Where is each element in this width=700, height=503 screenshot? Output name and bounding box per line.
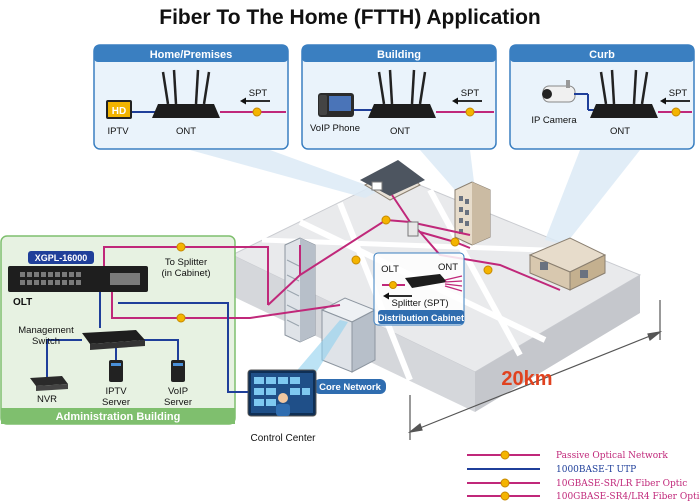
to-splitter-label-1: To Splitter bbox=[165, 257, 207, 268]
legend-label-1: 1000BASE-T UTP bbox=[556, 465, 636, 475]
admin-olt-label: OLT bbox=[13, 297, 32, 308]
panel-curb-ont: ONT bbox=[610, 126, 630, 137]
cabinet-ont-label: ONT bbox=[438, 262, 458, 273]
ip-camera-icon bbox=[542, 80, 576, 103]
street-cabinet-icon bbox=[407, 221, 419, 237]
legend-label-3: 100GBASE-SR4/LR4 Fiber Optic bbox=[556, 492, 700, 502]
iptv-server-label-1: IPTV bbox=[105, 386, 127, 397]
iptv-server-label-2: Server bbox=[102, 397, 130, 408]
panel-home-header: Home/Premises bbox=[150, 49, 233, 61]
olt-device-icon bbox=[8, 266, 148, 292]
mgmt-switch-label-1: Management bbox=[18, 325, 74, 336]
nvr-label: NVR bbox=[37, 394, 57, 405]
apartment-building-icon bbox=[454, 181, 491, 246]
panel-building-device: VoIP Phone bbox=[310, 123, 360, 134]
core-network-label: Core Network bbox=[319, 382, 381, 393]
cabinet-splitter-label: Splitter (SPT) bbox=[391, 298, 448, 309]
fiber-splitter-badges bbox=[351, 215, 493, 275]
voip-server-label-2: Server bbox=[164, 397, 192, 408]
panel-building-ont: ONT bbox=[390, 126, 410, 137]
panel-curb-spt: SPT bbox=[669, 88, 688, 99]
ont-router-icon bbox=[368, 69, 436, 118]
panel-home-spt: SPT bbox=[249, 88, 268, 99]
legend-label-2: 10GBASE-SR/LR Fiber Optic bbox=[556, 479, 687, 489]
distribution-cabinet: OLT ONT Splitter (SPT) Distribution Cabi… bbox=[373, 252, 465, 326]
panel-home-device: IPTV bbox=[107, 126, 129, 137]
legend: Passive Optical Network 1000BASE-T UTP 1… bbox=[467, 450, 700, 502]
fiber-badge bbox=[176, 242, 186, 252]
panel-curb-device: IP Camera bbox=[531, 115, 577, 126]
panel-home-ont: ONT bbox=[176, 126, 196, 137]
admin-utp-links bbox=[46, 292, 248, 393]
management-switch-icon bbox=[82, 330, 145, 350]
to-splitter-label-2: (in Cabinet) bbox=[161, 268, 210, 279]
iptv-server-icon bbox=[109, 360, 123, 382]
distance-label: 20km bbox=[501, 368, 552, 390]
voip-server-icon bbox=[171, 360, 185, 382]
panel-building-spt: SPT bbox=[461, 88, 480, 99]
mgmt-switch-label-2: Switch bbox=[32, 336, 60, 347]
page-title: Fiber To The Home (FTTH) Application bbox=[159, 6, 540, 29]
skyscraper-icon bbox=[284, 237, 316, 343]
svg-text:HD: HD bbox=[112, 106, 126, 117]
voip-server-label-1: VoIP bbox=[168, 386, 188, 397]
distance-indicator bbox=[407, 300, 663, 440]
control-center-screen bbox=[247, 369, 317, 417]
cabinet-olt-label: OLT bbox=[381, 264, 399, 275]
villa-icon bbox=[528, 237, 607, 291]
control-center-label: Control Center bbox=[250, 433, 316, 444]
panel-building-header: Building bbox=[377, 49, 421, 61]
voip-phone-icon bbox=[318, 93, 354, 117]
admin-building-label: Administration Building bbox=[56, 411, 181, 423]
fiber-badge bbox=[176, 313, 186, 323]
operator-icon bbox=[276, 393, 290, 416]
ont-router-icon bbox=[152, 69, 220, 118]
legend-label-0: Passive Optical Network bbox=[556, 451, 668, 461]
panel-home: Home/Premises HD IPTV ONT SPT bbox=[93, 44, 289, 150]
nvr-icon bbox=[30, 376, 68, 391]
panel-curb-header: Curb bbox=[589, 49, 615, 61]
house-icon bbox=[360, 160, 425, 201]
panel-curb: Curb IP Camera ONT SPT bbox=[509, 44, 695, 150]
ont-router-icon bbox=[590, 69, 658, 118]
cabinet-label: Distribution Cabinet bbox=[378, 313, 464, 323]
tv-icon: HD bbox=[106, 100, 132, 119]
panel-building: Building VoIP Phone ONT SPT bbox=[301, 44, 497, 150]
callout-beams bbox=[190, 150, 640, 245]
olt-model-label: XGPL-16000 bbox=[35, 253, 88, 263]
